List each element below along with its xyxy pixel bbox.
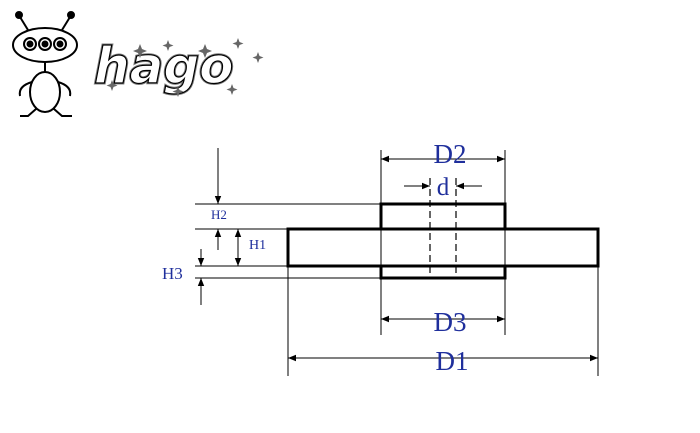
sparkle-icons [106,38,264,97]
alien-mascot-icon [12,11,78,117]
label-h2: H2 [211,207,227,222]
label-d2: D2 [434,139,467,169]
label-d3: D3 [434,307,467,337]
dimension-labels: D2 d D3 D1 H2 H1 H3 [162,139,469,376]
dimension-lines [195,148,599,376]
flange-body [286,227,600,268]
label-d: d [437,174,450,201]
label-h3: H3 [162,264,183,283]
label-d1: D1 [436,346,469,376]
label-h1: H1 [249,238,266,253]
bottom-boss [379,264,507,280]
svg-text:hago: hago [94,37,233,95]
top-boss [379,202,507,231]
logo: hago hago [12,11,264,117]
